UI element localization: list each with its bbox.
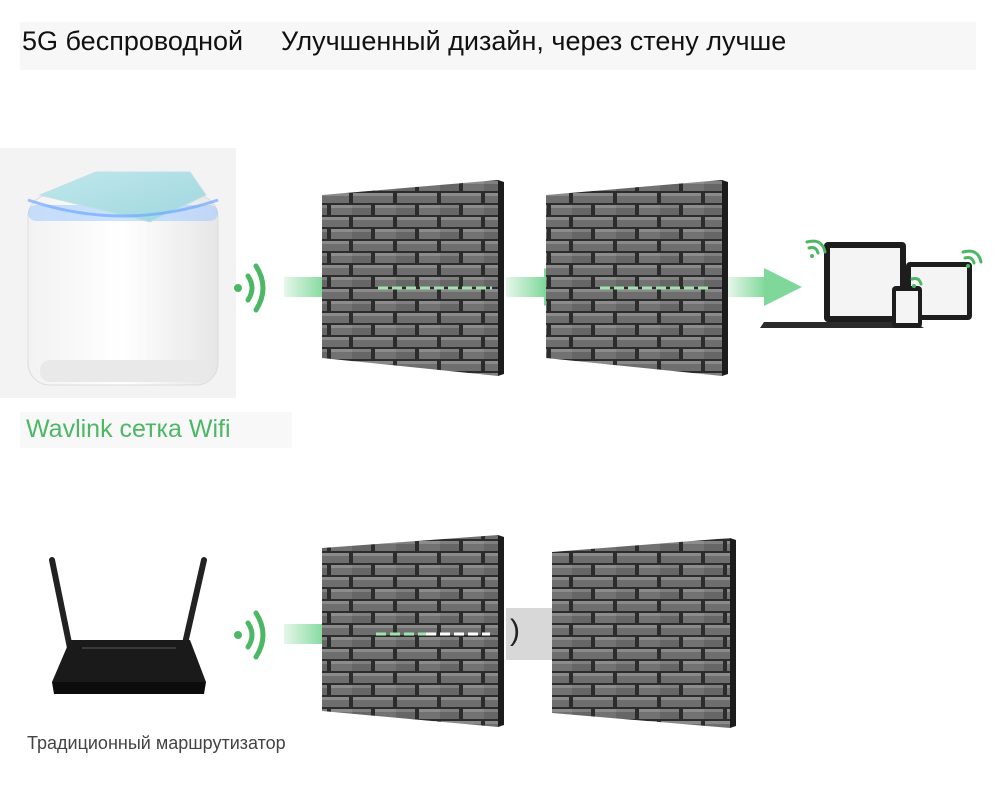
brick-wall <box>552 538 736 728</box>
router-with-antennas-icon <box>49 557 207 694</box>
header-title-part2: Улучшенный дизайн, через стену лучше <box>281 26 787 56</box>
brick-wall <box>322 180 504 376</box>
brick-wall <box>322 535 504 727</box>
mesh-wifi-node-icon <box>27 171 219 386</box>
router-device-label: Традиционный маршрутизатор <box>27 733 286 753</box>
signal-arrow <box>728 268 802 306</box>
wifi-signal-icon <box>234 263 266 313</box>
mesh-device-label: Wavlink сетка Wifi <box>26 415 231 443</box>
laptop-tablet-phone-icon <box>760 239 983 328</box>
header-band <box>20 22 976 70</box>
brick-wall <box>546 180 728 376</box>
device-label-band <box>20 412 292 448</box>
header-title-part1: 5G беспроводной <box>22 26 244 56</box>
signal-blocked-mark: ) <box>510 614 520 647</box>
wifi-signal-icon <box>234 610 266 660</box>
